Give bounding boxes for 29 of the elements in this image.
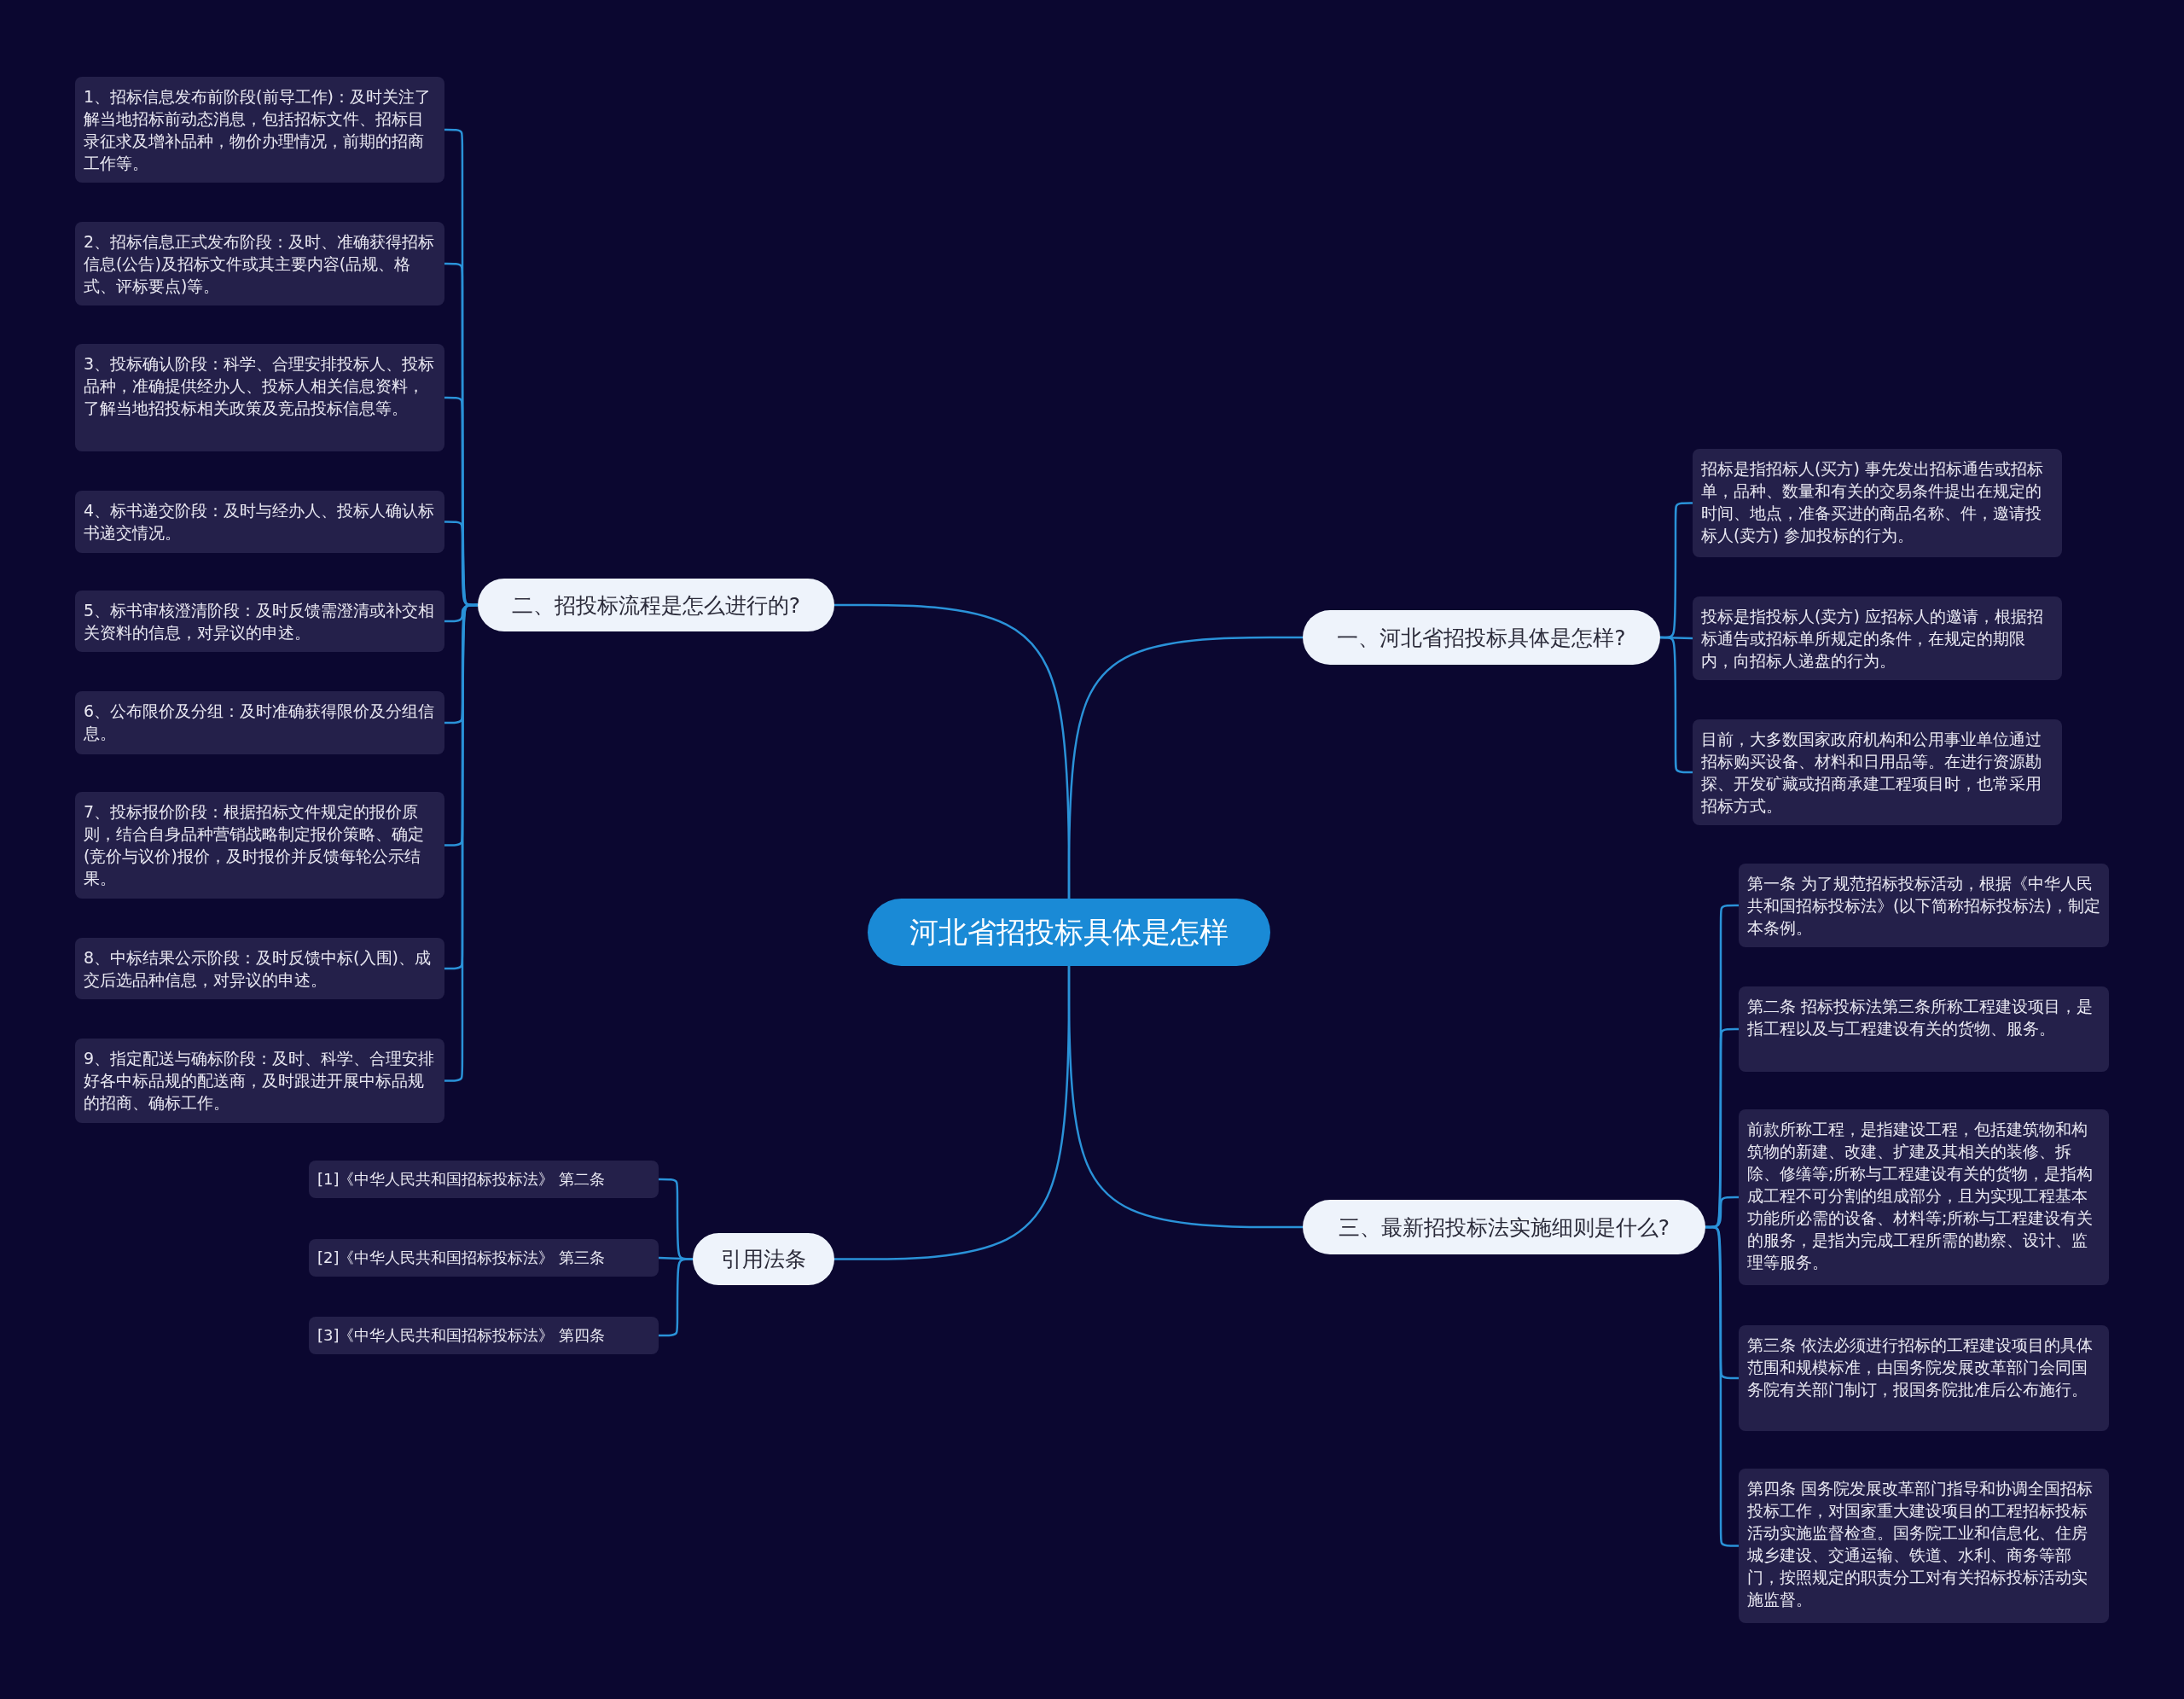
connector-line [1660, 636, 1693, 774]
topic-pill: 一、河北省招投标具体是怎样? [1303, 610, 1660, 665]
note-card: 第二条 招标投标法第三条所称工程建设项目，是指工程以及与工程建设有关的货物、服务。 [1739, 986, 2109, 1072]
note-card: [2]《中华人民共和国招标投标法》 第三条 [309, 1239, 659, 1277]
note-card: 8、中标结果公示阶段：及时反馈中标(入围)、成交后选品种信息，对异议的申述。 [75, 938, 444, 999]
connector-line [659, 1258, 693, 1337]
note-card: 5、标书审核澄清阶段：及时反馈需澄清或补交相关资料的信息，对异议的申述。 [75, 591, 444, 652]
note-card: 1、招标信息发布前阶段(前导工作)：及时关注了解当地招标前动态消息，包括招标文件、招标目录征求及增补品种，物价办理情况，前期的招商工作等。 [75, 77, 444, 183]
note-card: 4、标书递交阶段：及时与经办人、投标人确认标书递交情况。 [75, 491, 444, 553]
note-card: 前款所称工程，是指建设工程，包括建筑物和构筑物的新建、改建、扩建及其相关的装修、拆除、修缮等;所称与工程建设有关的货物，是指构成工程不可分割的组成部分，且为实现工程基本功能所必需的设备、材料等;所称与工程建设有关的服务，是指为完成工程所需的勘察、设计、监理等服务。 [1739, 1109, 2109, 1285]
note-card: 9、指定配送与确标阶段：及时、科学、合理安排好各中标品规的配送商，及时跟进开展中标品规的招商、确标工作。 [75, 1039, 444, 1123]
note-card: 2、招标信息正式发布阶段：及时、准确获得招标信息(公告)及招标文件或其主要内容(品规、格式、评标要点)等。 [75, 222, 444, 305]
connector-line [834, 603, 1071, 899]
connector-line [834, 966, 1071, 1260]
note-card: [3]《中华人民共和国招标投标法》 第四条 [309, 1317, 659, 1354]
note-card: 3、投标确认阶段：科学、合理安排投标人、投标品种，准确提供经办人、投标人相关信息资料，了解当地招投标相关政策及竞品投标信息等。 [75, 344, 444, 451]
note-card: 6、公布限价及分组：及时准确获得限价及分组信息。 [75, 691, 444, 754]
topic-pill: 二、招投标流程是怎么进行的? [478, 579, 834, 631]
note-card: 招标是指招标人(买方) 事先发出招标通告或招标单，品种、数量和有关的交易条件提出在规定的时间、地点，准备买进的商品名称、件，邀请投标人(卖方) 参加投标的行为。 [1693, 449, 2062, 557]
note-card: 第四条 国务院发展改革部门指导和协调全国招标投标工作，对国家重大建设项目的工程招标投标活动实施监督检查。国务院工业和信息化、住房城乡建设、交通运输、铁道、水利、商务等部门，按照规定的职责分工对有关招标投标活动实施监督。 [1739, 1469, 2109, 1623]
note-card: 第三条 依法必须进行招标的工程建设项目的具体范围和规模标准，由国务院发展改革部门会同国务院有关部门制订，报国务院批准后公布施行。 [1739, 1325, 2109, 1431]
note-card: 7、投标报价阶段：根据招标文件规定的报价原则，结合自身品种营销战略制定报价策略、确定(竞价与议价)报价，及时报价并反馈每轮公示结果。 [75, 792, 444, 899]
topic-pill: 引用法条 [693, 1233, 834, 1285]
note-card: 目前，大多数国家政府机构和公用事业单位通过招标购买设备、材料和日用品等。在进行资源勘探、开发矿藏或招商承建工程项目时，也常采用招标方式。 [1693, 719, 2062, 825]
note-card: 投标是指投标人(卖方) 应招标人的邀请，根据招标通告或招标单所规定的条件，在规定的期限内，向招标人递盘的行为。 [1693, 596, 2062, 680]
topic-pill: 三、最新招投标法实施细则是什么? [1303, 1200, 1705, 1254]
note-card: [1]《中华人民共和国招标投标法》 第二条 [309, 1161, 659, 1198]
central-topic: 河北省招投标具体是怎样 [868, 899, 1270, 966]
note-card: 第一条 为了规范招标投标活动，根据《中华人民共和国招标投标法》(以下简称招标投标法)，制定本条例。 [1739, 864, 2109, 947]
